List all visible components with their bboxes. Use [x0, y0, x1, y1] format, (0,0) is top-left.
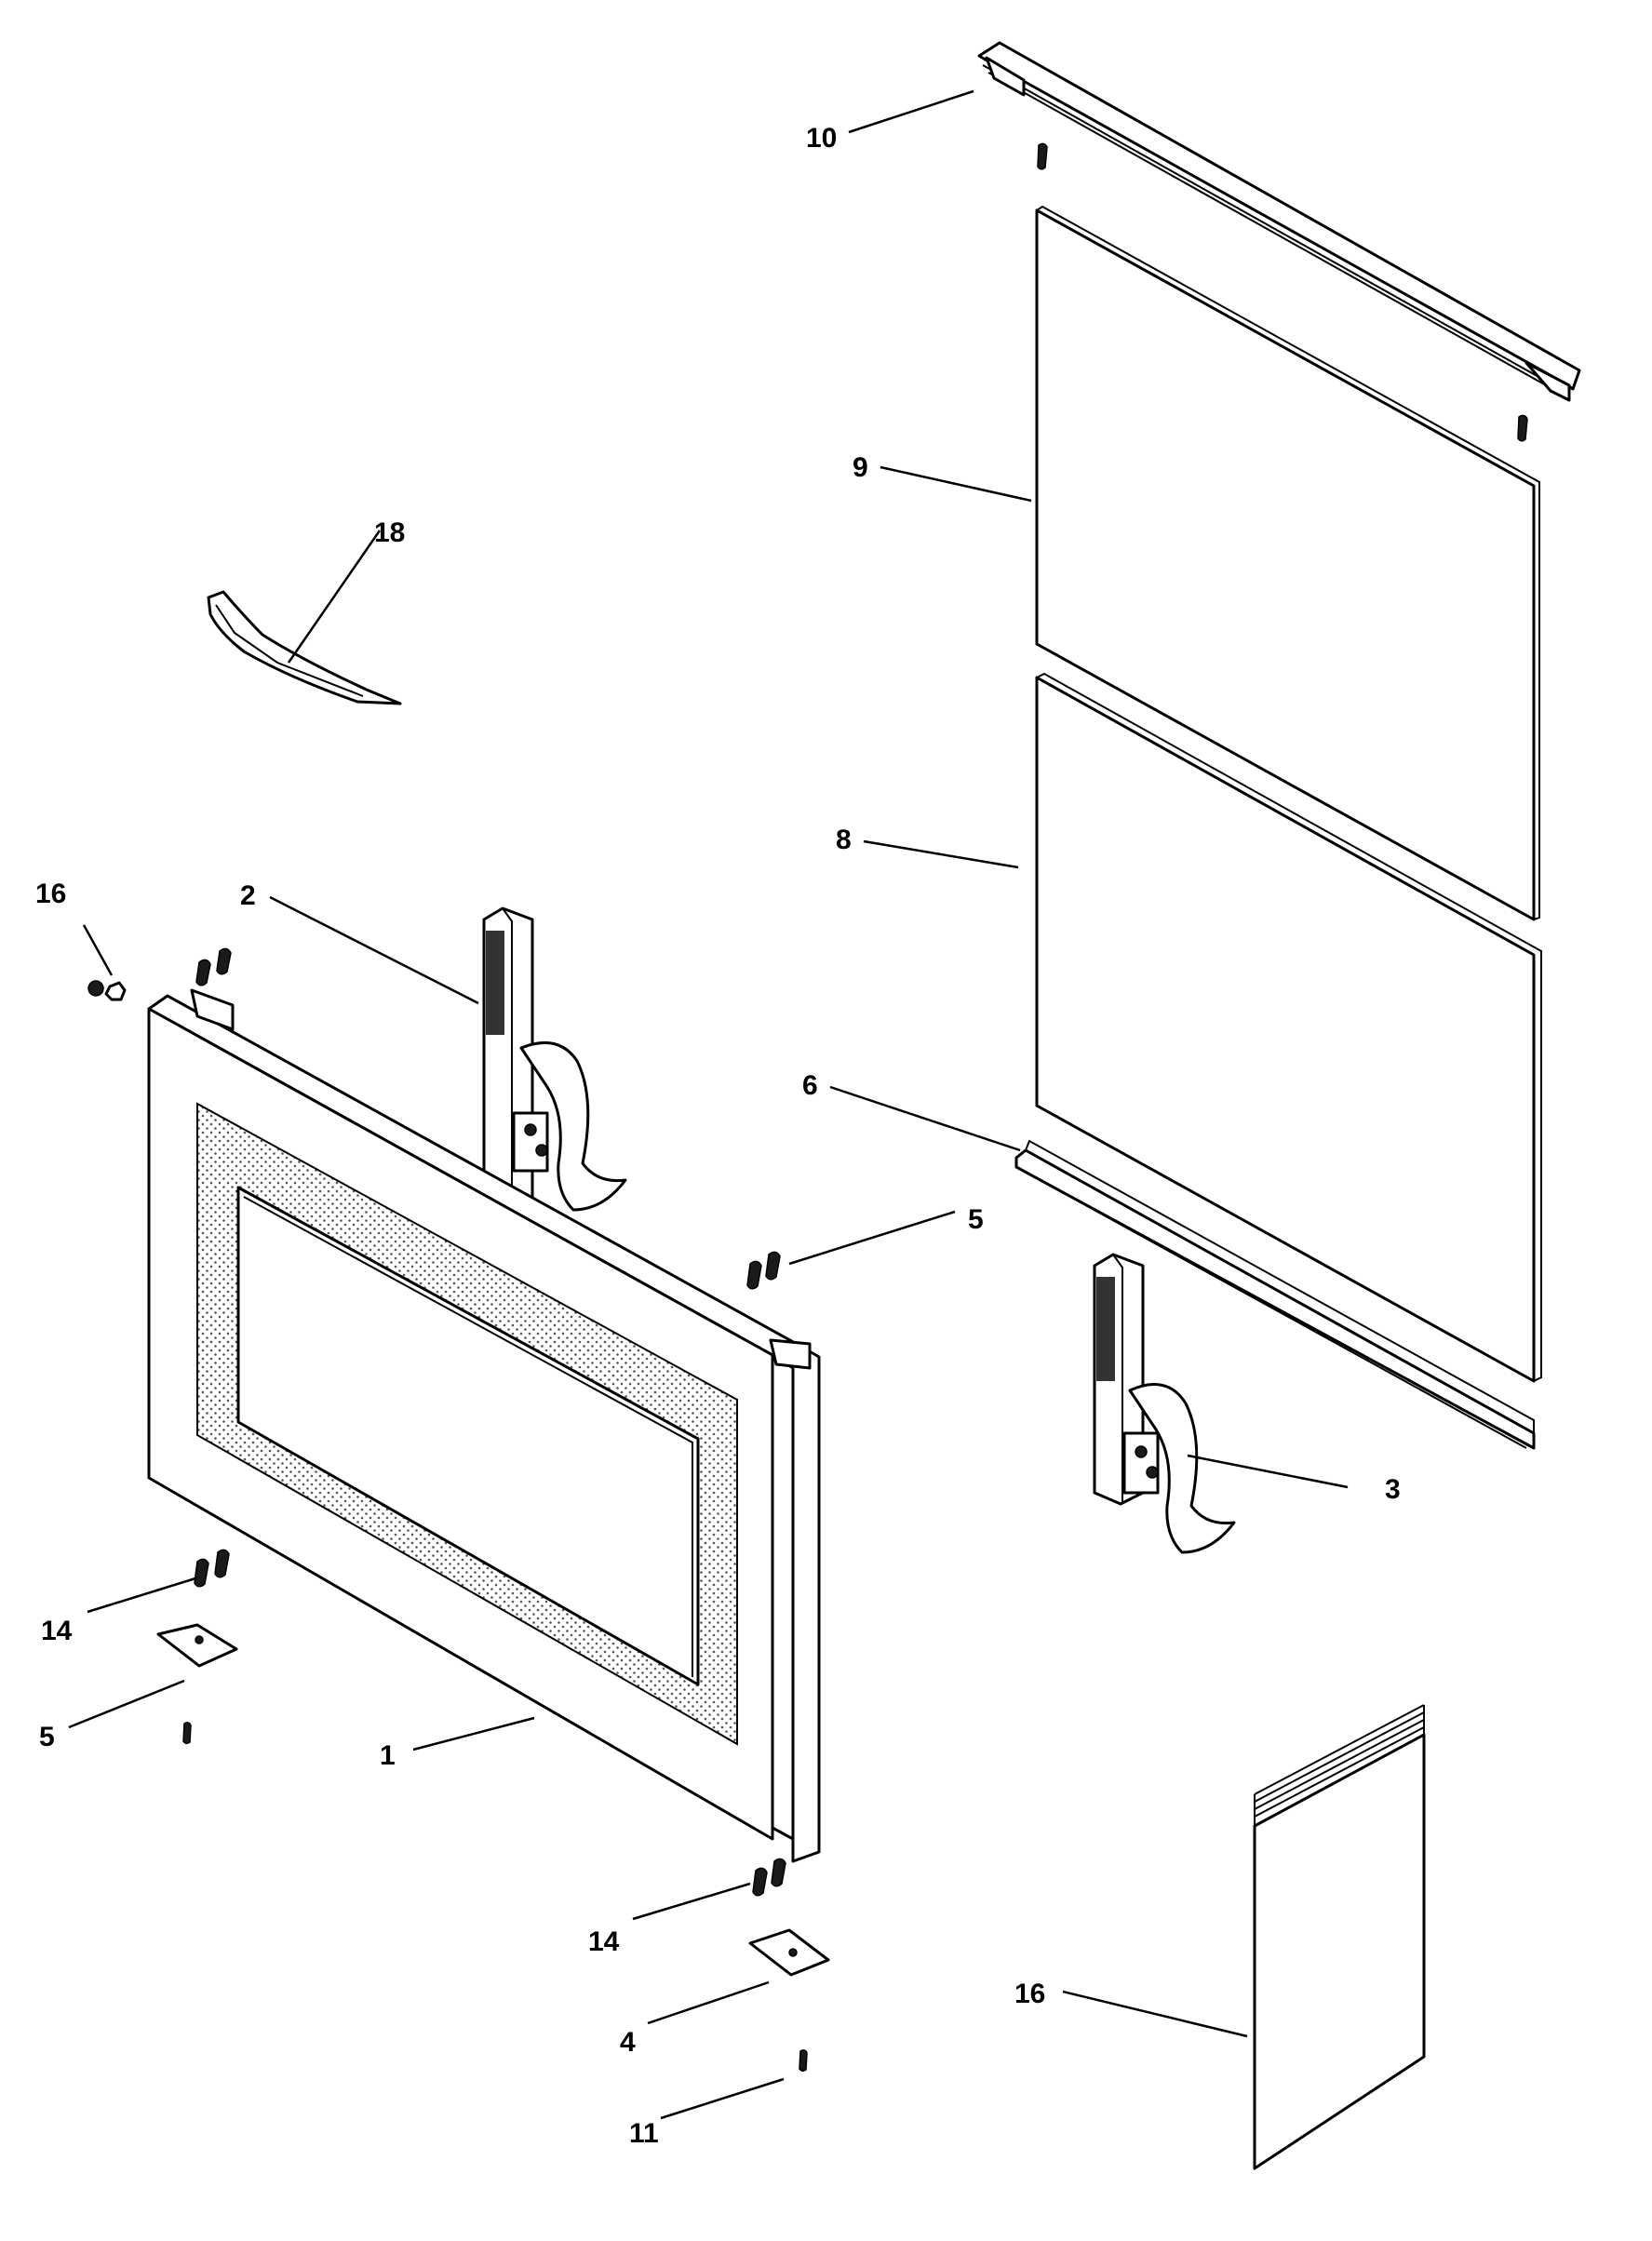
callout-14-right: 14 [588, 1926, 620, 1957]
top-trim-channel [977, 41, 1581, 402]
callout-16-literature: 16 [1014, 1979, 1045, 2009]
lower-glass-panel [1035, 672, 1542, 1383]
screw-small [1037, 142, 1048, 170]
upper-glass-panel [1035, 205, 1540, 921]
callout-1: 1 [380, 1740, 396, 1771]
callout-9: 9 [853, 452, 868, 483]
outer-door-frame [147, 988, 821, 1863]
mounting-plate-left [156, 1623, 238, 1668]
bottom-trim-channel [1014, 1139, 1536, 1450]
spring-clips-left-bottom [194, 1549, 230, 1588]
callout-4: 4 [620, 2027, 636, 2058]
door-handle [207, 590, 402, 705]
callout-8: 8 [836, 825, 852, 855]
callout-labels: 10 9 18 8 16 2 6 5 3 14 5 1 14 4 16 11 [35, 123, 1401, 2149]
screw-small [799, 2049, 808, 2073]
callout-16-fastener: 16 [35, 879, 66, 909]
callout-11: 11 [629, 2118, 659, 2149]
lower-hinge [1093, 1253, 1236, 1554]
callout-2: 2 [240, 880, 256, 911]
screw-small [182, 1722, 192, 1745]
fastener-nut [87, 980, 127, 1001]
spring-clips [746, 1251, 781, 1290]
callout-5-clips: 5 [968, 1204, 984, 1235]
spring-clips-right-bottom [752, 1858, 786, 1897]
leader-lines [68, 89, 1349, 2120]
upper-hinge [482, 906, 627, 1217]
callout-6: 6 [802, 1070, 818, 1101]
screw-small [1517, 414, 1528, 442]
callout-14-left: 14 [41, 1616, 73, 1646]
callout-10: 10 [806, 123, 837, 154]
literature-pack [1253, 1704, 1426, 2170]
callout-3: 3 [1385, 1474, 1401, 1505]
callout-5-plate: 5 [39, 1722, 55, 1752]
spring-clips-top-frame [195, 947, 232, 986]
mounting-plate-right [748, 1928, 830, 1977]
callout-18: 18 [374, 517, 405, 548]
